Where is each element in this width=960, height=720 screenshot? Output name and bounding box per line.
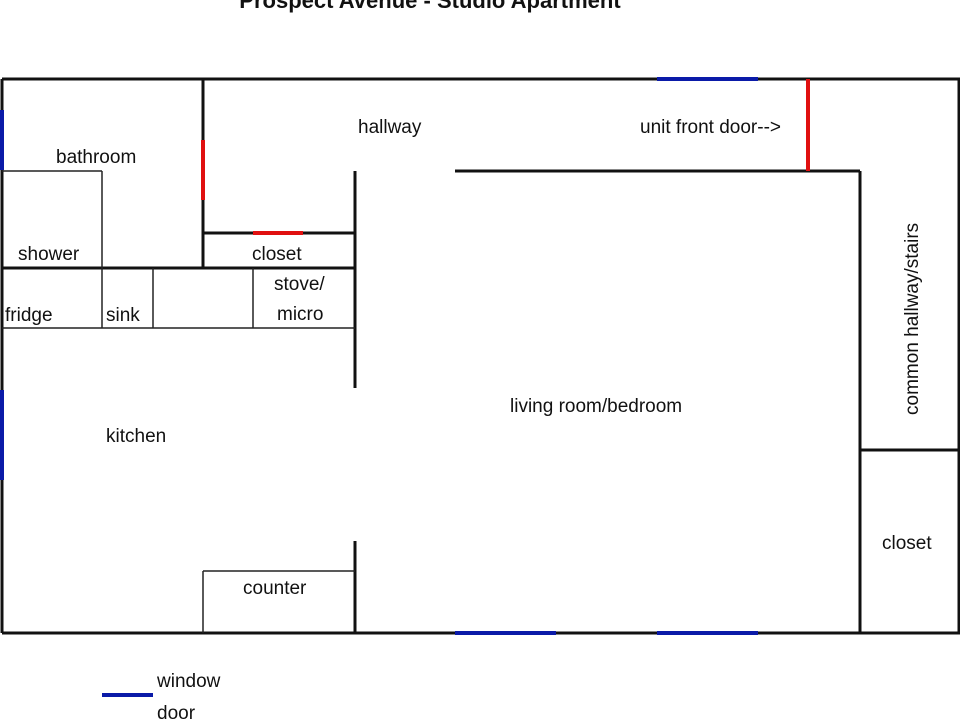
label-counter: counter [243, 578, 307, 599]
label-hallway: hallway [358, 117, 422, 138]
legend-door-label: door [157, 703, 196, 720]
label-shower: shower [18, 244, 80, 265]
legend: window door [102, 671, 221, 720]
label-closet-right: closet [882, 533, 932, 554]
label-micro: micro [277, 304, 323, 325]
label-common-hallway: common hallway/stairs [902, 223, 923, 415]
label-front-door: unit front door--> [640, 117, 781, 138]
legend-window-label: window [156, 671, 221, 692]
windows [0, 77, 758, 635]
label-closet-inner: closet [252, 244, 302, 265]
label-sink: sink [106, 305, 140, 326]
label-living-room: living room/bedroom [510, 396, 682, 417]
doors [201, 79, 810, 235]
label-bathroom: bathroom [56, 147, 136, 168]
interior-walls [2, 79, 960, 633]
label-kitchen: kitchen [106, 426, 166, 447]
outer-walls [0, 77, 960, 635]
plan-title: Prospect Avenue - Studio Apartment [239, 0, 621, 13]
label-fridge: fridge [5, 305, 53, 326]
label-stove: stove/ [274, 274, 325, 295]
